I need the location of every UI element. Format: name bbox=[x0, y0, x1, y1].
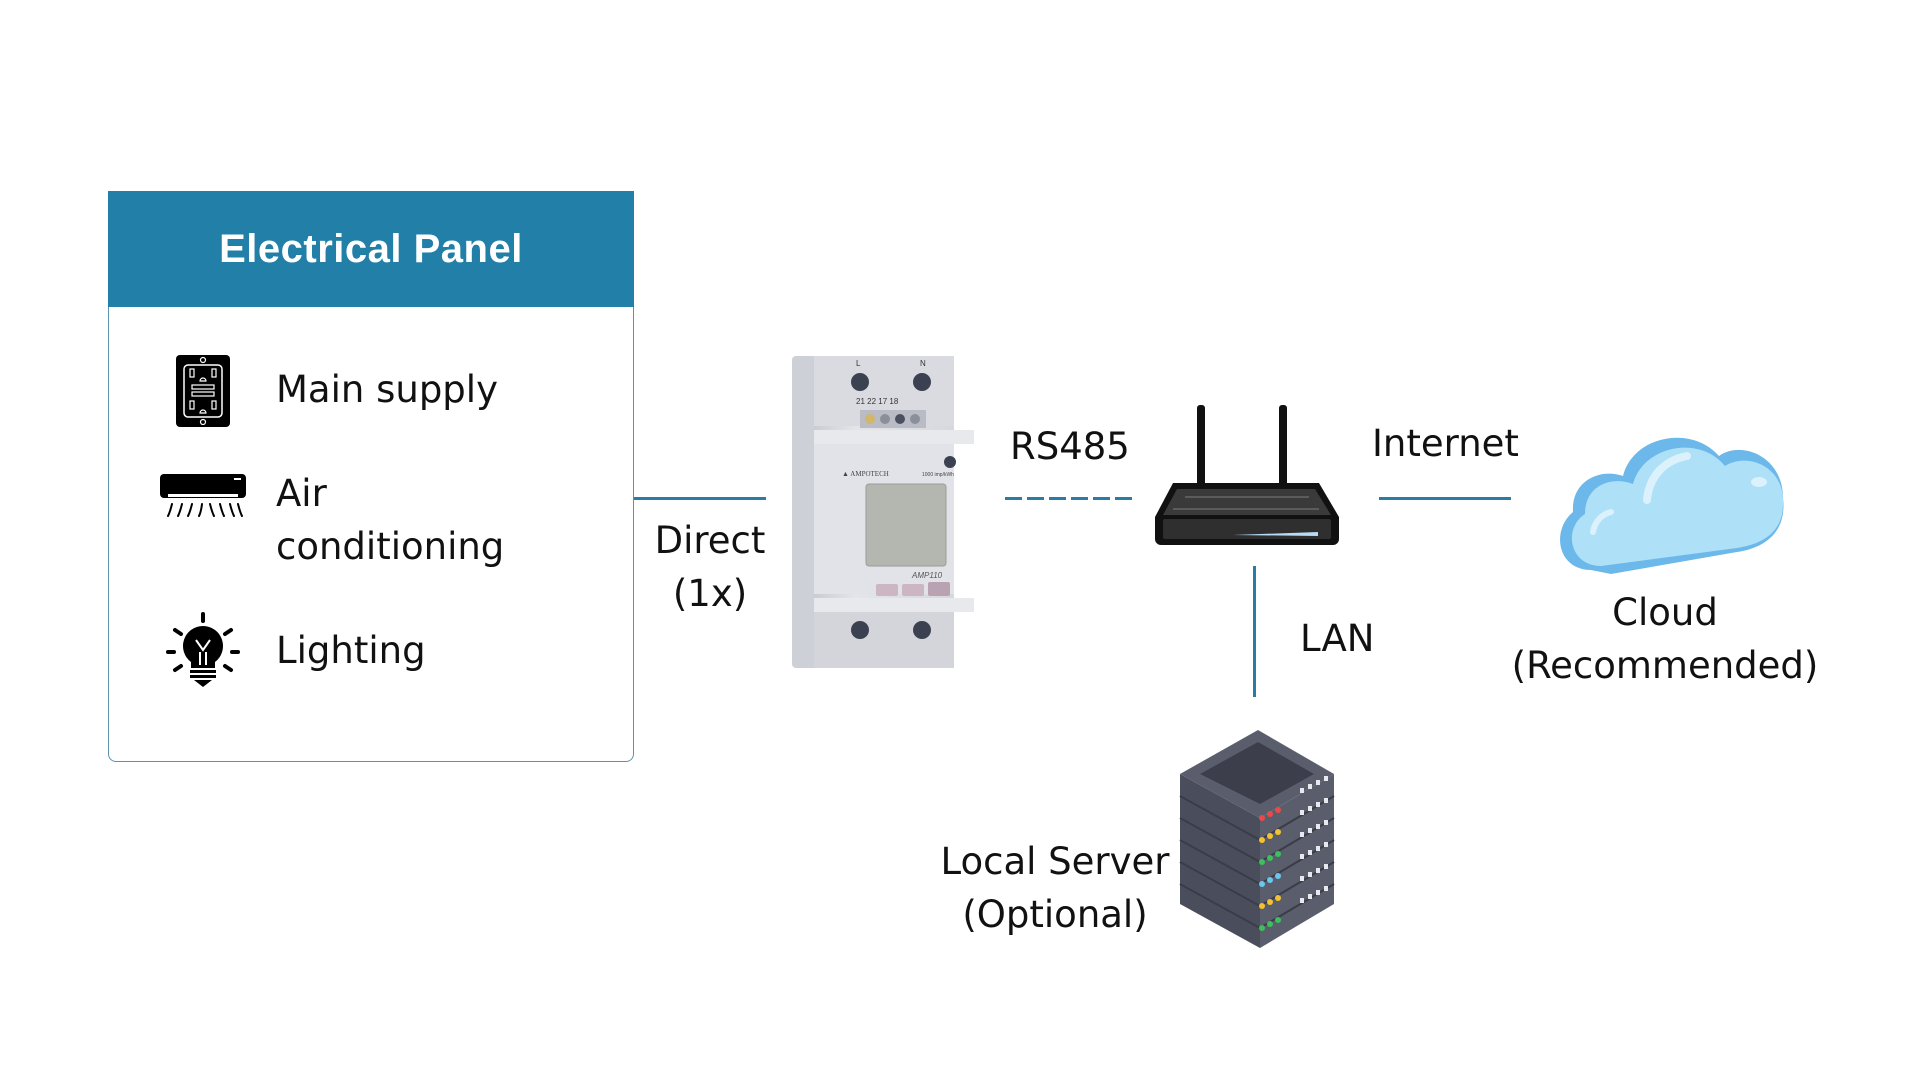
direct-label-line1: Direct bbox=[654, 519, 766, 562]
light-bulb-icon bbox=[166, 612, 240, 688]
item-lighting-label: Lighting bbox=[276, 629, 426, 672]
item-air-conditioning-label-line1: Air bbox=[276, 472, 327, 515]
router-icon bbox=[1153, 405, 1341, 547]
cloud-label-line2: (Recommended) bbox=[1511, 644, 1819, 687]
cloud-label-line1: Cloud bbox=[1612, 591, 1718, 634]
server-label-line2: (Optional) bbox=[962, 893, 1148, 936]
energy-meter-icon: L N 21 22 17 18 ▲ AMPOTECH 1000 imp/kWh … bbox=[790, 352, 975, 672]
cloud-icon bbox=[1551, 420, 1791, 576]
rs485-connector-line bbox=[1005, 497, 1135, 500]
server-label-line1: Local Server bbox=[940, 840, 1170, 883]
air-conditioner-icon bbox=[160, 474, 246, 524]
internet-connector-line bbox=[1379, 497, 1511, 500]
svg-text:AMP110: AMP110 bbox=[911, 571, 943, 580]
svg-text:L: L bbox=[856, 359, 861, 368]
server-rack-icon bbox=[1179, 726, 1335, 948]
lan-label: LAN bbox=[1300, 617, 1375, 660]
svg-text:▲ AMPOTECH: ▲ AMPOTECH bbox=[842, 470, 889, 478]
svg-text:21 22 17 18: 21 22 17 18 bbox=[856, 397, 899, 406]
svg-text:N: N bbox=[920, 359, 926, 368]
panel-header: Electrical Panel bbox=[108, 191, 634, 307]
direct-connector-line bbox=[634, 497, 766, 500]
lan-connector-line bbox=[1253, 566, 1256, 697]
panel-title: Electrical Panel bbox=[219, 226, 523, 271]
item-air-conditioning-label-line2: conditioning bbox=[276, 525, 505, 568]
rs485-label: RS485 bbox=[1010, 425, 1130, 468]
item-main-supply-label: Main supply bbox=[276, 368, 498, 411]
internet-label: Internet bbox=[1372, 422, 1519, 465]
direct-label-line2: (1x) bbox=[672, 572, 748, 615]
power-outlet-icon bbox=[176, 355, 230, 427]
svg-text:1000 imp/kWh: 1000 imp/kWh bbox=[922, 472, 954, 478]
